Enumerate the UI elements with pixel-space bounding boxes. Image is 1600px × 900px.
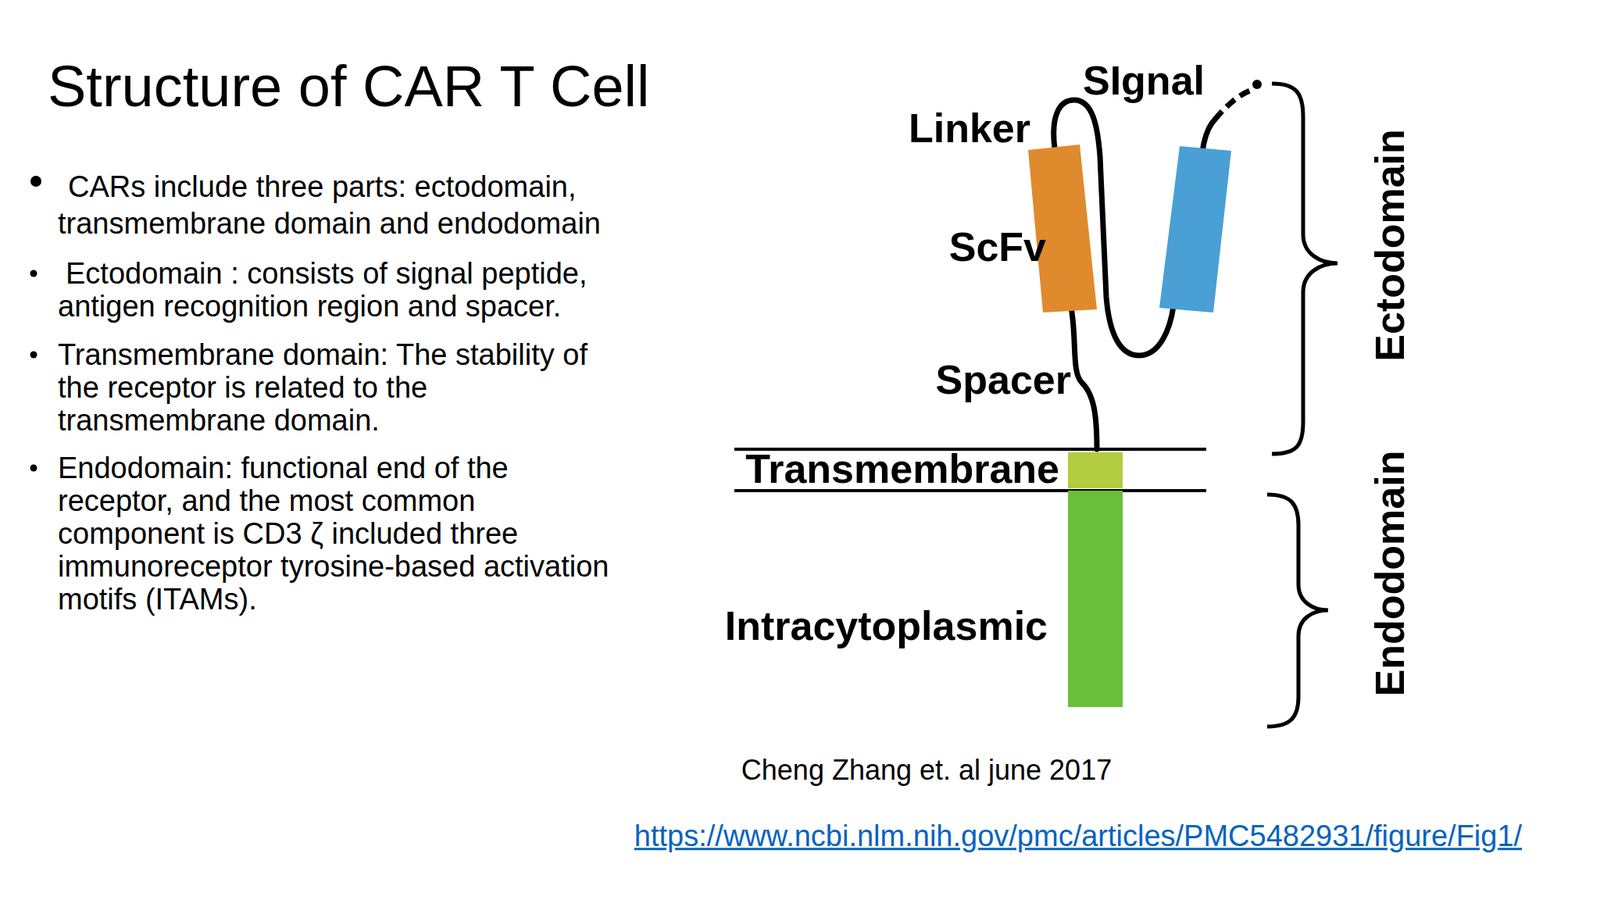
part-label: ScFv xyxy=(949,224,1047,272)
slide-title: Structure of CAR T Cell xyxy=(47,57,650,116)
curly-brace xyxy=(1267,494,1329,727)
scfv-domain-blue xyxy=(1159,146,1232,313)
bullet-text: Ectodomain : consists of signal peptide,… xyxy=(57,257,624,323)
part-label: SIgnal xyxy=(1082,57,1205,105)
region-label: Ectodomain xyxy=(1367,128,1415,362)
bullet-dot xyxy=(30,464,38,472)
signal-peptide-dash xyxy=(1214,90,1250,120)
source-url: https://www.ncbi.nlm.nih.gov/pmc/article… xyxy=(634,818,1522,855)
region-label: Endodomain xyxy=(1367,450,1415,697)
signal-peptide-dot xyxy=(1252,79,1262,90)
transmembrane-segment xyxy=(1067,452,1123,489)
bullet-text: Endodomain: functional end of the recept… xyxy=(57,451,624,616)
bullet-text: CARs include three parts: ectodomain, tr… xyxy=(57,168,624,243)
figure-citation: Cheng Zhang et. al june 2017 xyxy=(741,753,1112,786)
bullet-dot xyxy=(30,175,42,187)
part-label: Spacer xyxy=(935,357,1072,404)
part-label: Linker xyxy=(908,105,1031,153)
bullet-dot xyxy=(30,270,38,278)
bullet-dot xyxy=(30,351,38,359)
part-label: Transmembrane xyxy=(745,446,1060,493)
intracellular-segment xyxy=(1067,490,1123,708)
bullet-text: Transmembrane domain: The stability of t… xyxy=(57,338,624,437)
curly-brace xyxy=(1271,83,1338,454)
part-label: Intracytoplasmic xyxy=(725,603,1048,650)
